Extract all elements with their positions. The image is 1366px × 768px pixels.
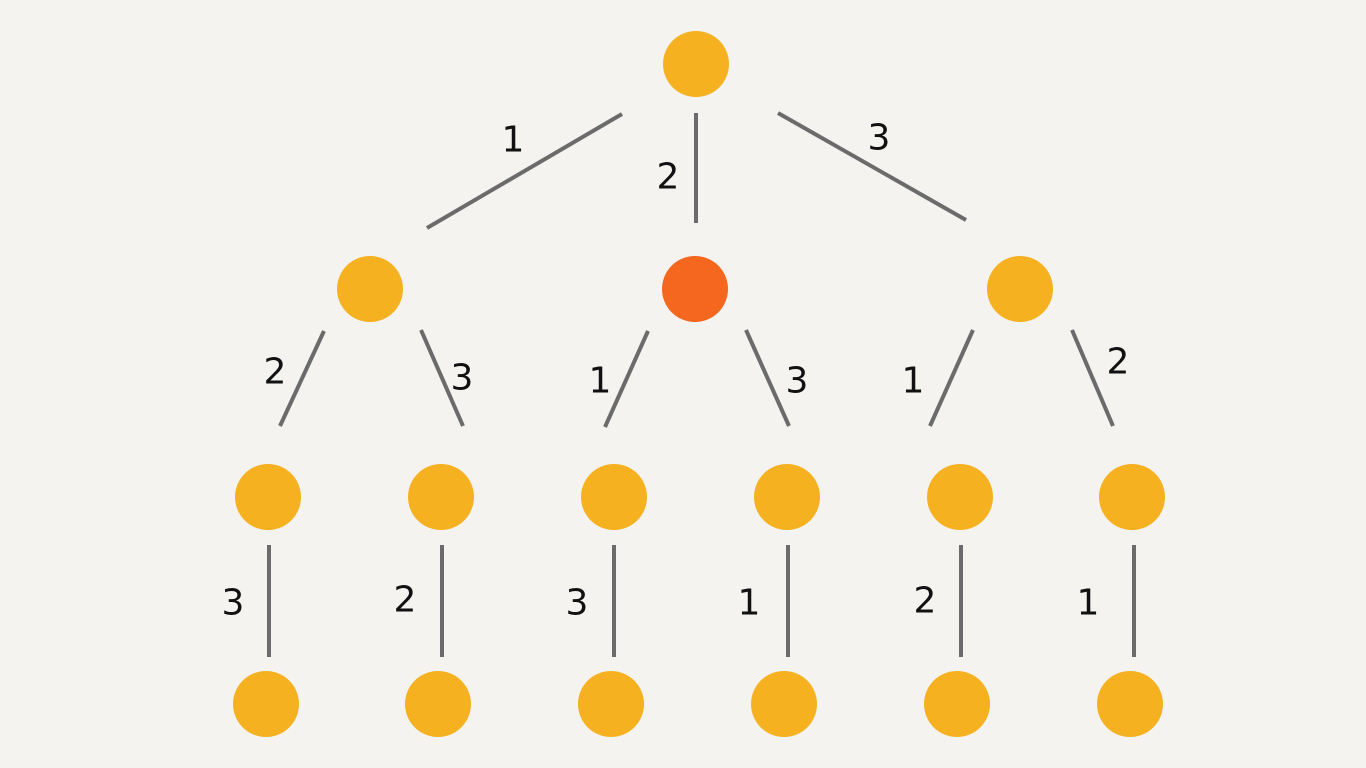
node-n1-3 (408, 464, 474, 530)
node-n3-2-1 (1097, 671, 1163, 737)
node-n2-1 (581, 464, 647, 530)
edge-root-to-n1 (425, 112, 624, 230)
edge-n1-to-n1-2 (278, 330, 326, 427)
tree-edges (267, 111, 1136, 657)
node-n2-1-3 (578, 671, 644, 737)
edge-label-n3-2-to-n3-2-1: 1 (1077, 583, 1100, 624)
edge-label-n1-2-to-n1-2-3: 3 (222, 583, 245, 624)
edge-labels: 1 2 3 2 3 1 3 1 2 3 2 3 1 2 1 (222, 118, 1130, 624)
edge-label-n2-to-n2-1: 1 (589, 361, 612, 402)
node-n3-1-2 (924, 671, 990, 737)
node-n2-3-1 (751, 671, 817, 737)
node-root (663, 31, 729, 97)
node-n3-1 (927, 464, 993, 530)
highlighted-node-n2 (662, 256, 728, 322)
node-n1 (337, 256, 403, 322)
edge-label-n1-to-n1-3: 3 (451, 358, 474, 399)
edge-n3-to-n3-2 (1070, 329, 1115, 427)
edge-label-n3-to-n3-2: 2 (1107, 342, 1130, 383)
edge-label-n3-1-to-n3-1-2: 2 (914, 581, 937, 622)
edge-label-root-to-n3: 3 (868, 118, 891, 159)
node-n2-3 (754, 464, 820, 530)
node-n1-3-2 (405, 671, 471, 737)
edge-label-root-to-n1: 1 (502, 120, 525, 161)
edge-label-n3-to-n3-1: 1 (902, 361, 925, 402)
node-n1-2-3 (233, 671, 299, 737)
edge-n2-to-n2-3 (744, 329, 791, 427)
edge-label-n2-1-to-n2-1-3: 3 (566, 583, 589, 624)
edge-root-to-n3 (777, 111, 967, 222)
edge-label-n1-to-n1-2: 2 (264, 352, 287, 393)
edge-n1-to-n1-3 (419, 329, 465, 427)
edge-label-n2-3-to-n2-3-1: 1 (738, 583, 761, 624)
edge-label-n1-3-to-n1-3-2: 2 (394, 580, 417, 621)
edge-n2-to-n2-1 (603, 330, 650, 428)
edge-label-n2-to-n2-3: 3 (786, 361, 809, 402)
node-n3-2 (1099, 464, 1165, 530)
node-n1-2 (235, 464, 301, 530)
edge-label-root-to-n2: 2 (657, 157, 680, 198)
node-n3 (987, 256, 1053, 322)
tree-nodes (233, 31, 1165, 737)
edge-n3-to-n3-1 (928, 329, 975, 427)
